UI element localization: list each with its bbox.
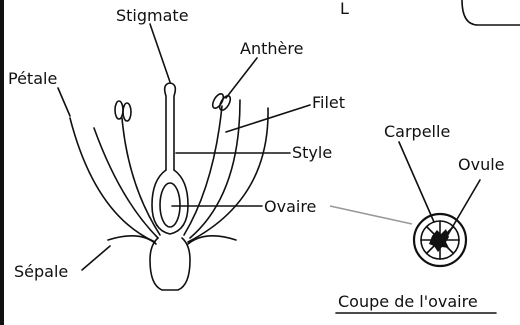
anther-right-b: [218, 94, 232, 112]
pointer-petale: [57, 87, 71, 117]
pointer-filet: [225, 104, 311, 133]
pointer-ovaire-to-section: [329, 205, 413, 225]
pointer-stigmate: [149, 23, 171, 83]
label-ovule: Ovule: [458, 155, 505, 174]
anther-left-a: [114, 100, 124, 120]
section-outer-circle: [412, 212, 468, 268]
petal-left: [69, 117, 156, 243]
label-sepale: Sépale: [14, 262, 68, 281]
stigma-style: [163, 82, 177, 171]
stamen-filament-right: [183, 105, 223, 236]
labels: Stigmate Anthère Pétale Filet Style Ovai…: [8, 6, 345, 281]
pointer-lines: [57, 23, 413, 271]
petal-left-inner: [93, 127, 159, 239]
corner-fragment: L: [340, 0, 520, 26]
petal-right-inner: [189, 99, 241, 239]
label-coupe: Coupe de l'ovaire: [338, 292, 478, 311]
ovary-outer: [151, 169, 189, 235]
ovary-section: Carpelle Ovule Coupe de l'ovaire: [335, 122, 505, 314]
left-border-line: [0, 0, 4, 325]
label-carpelle: Carpelle: [384, 122, 450, 141]
petal-right: [187, 107, 269, 243]
corner-letter: L: [340, 0, 349, 18]
label-petale: Pétale: [8, 69, 57, 88]
ovary-inner: [159, 182, 181, 228]
section-ovules: [429, 229, 449, 252]
pointer-carpelle: [398, 141, 435, 223]
anther-right-a: [211, 92, 225, 110]
receptacle: [149, 237, 191, 291]
pointer-sepale: [81, 245, 111, 271]
sepal-right: [187, 235, 237, 245]
pointer-ovule: [445, 179, 481, 239]
corner-fragment-curve: [461, 0, 520, 26]
stamen-filament-left: [121, 117, 161, 236]
label-anthere: Anthère: [240, 39, 303, 58]
pointer-anthere: [225, 57, 258, 99]
label-filet: Filet: [312, 93, 345, 112]
sepal-left: [107, 235, 157, 245]
label-stigmate: Stigmate: [116, 6, 189, 25]
anther-left-b: [122, 102, 132, 122]
flower: [69, 82, 269, 291]
label-ovaire: Ovaire: [264, 197, 316, 216]
label-style: Style: [292, 143, 332, 162]
